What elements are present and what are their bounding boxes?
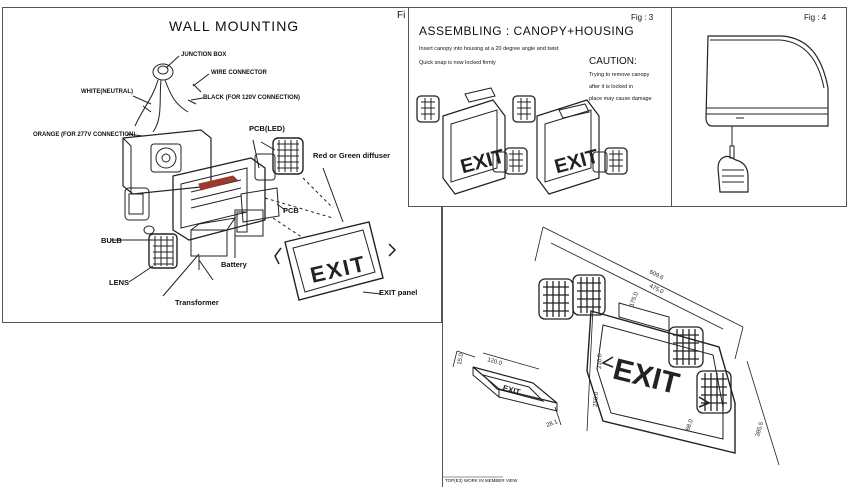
dim-label-475: 475.0 — [648, 283, 665, 295]
hand-icon — [717, 155, 749, 193]
lamp-head-top-left-2 — [572, 274, 606, 316]
fig3-exit-text-left: EXIT — [458, 146, 507, 179]
fig3-label: Fig : 3 — [631, 13, 654, 22]
fig3-instruction-1: Insert canopy into housing at a 20 degre… — [419, 46, 559, 52]
canopy-detail — [452, 350, 562, 426]
back-grid — [150, 143, 182, 173]
lens-grid — [148, 233, 178, 269]
fig1-label: Fi — [397, 10, 406, 21]
lamp-head-top-left — [538, 278, 574, 320]
fig4-panel: Fig : 4 — [671, 7, 847, 207]
label-pcb-led: PCB(LED) — [249, 124, 285, 133]
dim-label-385: 385.5 — [755, 421, 765, 438]
fig3-caution-line-2: after it is locked in — [589, 84, 634, 90]
label-junction-box: JUNCTION BOX — [181, 52, 227, 58]
wires — [134, 79, 189, 133]
label-black-120v: BLACK (FOR 120V CONNECTION) — [203, 95, 301, 101]
fig3-instruction-2: Quick snap is now locked firmly — [419, 60, 496, 66]
label-bulb: BULB — [101, 236, 122, 245]
fig4-canopy-edge — [705, 35, 829, 127]
fig3-caution-line-1: Trying to remove canopy — [589, 72, 650, 78]
dimension-drawing-panel: EXIT EXIT 609.6 475.0 210.0 175.0 250.0 … — [442, 207, 792, 487]
dim-exit-text: EXIT — [610, 353, 683, 401]
fig3-drawing: EXIT EXIT — [416, 87, 628, 195]
fig1-exploded-drawing: EXIT — [111, 55, 397, 301]
junction-box — [152, 63, 174, 81]
pcb-led-lens — [272, 137, 304, 175]
dim-label-120: 120.0 — [486, 357, 503, 367]
screwdriver-icon — [729, 126, 735, 159]
left-lamp-head — [124, 187, 150, 221]
housing — [172, 157, 266, 241]
lamp-head-right-bottom — [696, 370, 732, 414]
fig3-caution-line-3: place may cause damage — [589, 96, 652, 102]
dim-label-250: 250.0 — [593, 391, 600, 407]
exit-panel — [284, 221, 384, 301]
dim-label-609: 609.6 — [648, 269, 665, 281]
fig1-title: WALL MOUNTING — [169, 18, 300, 34]
fig3-unit-left — [416, 87, 528, 195]
fig3-caution-title: CAUTION: — [589, 56, 637, 67]
fig3-unit-right — [512, 95, 628, 195]
fig4-drawing — [705, 35, 829, 193]
fig1-wall-mounting-panel: WALL MOUNTING Fi — [2, 7, 442, 323]
fig3-title: ASSEMBLING : CANOPY+HOUSING — [419, 24, 635, 38]
battery — [234, 209, 264, 237]
dim-label-68: 68.0 — [685, 418, 695, 432]
dim-label-210: 210.0 — [597, 353, 604, 369]
fig3-canopy-housing-panel: Fig : 3 ASSEMBLING : CANOPY+HOUSING Inse… — [408, 7, 672, 207]
dim-label-15: 15.0 — [457, 352, 465, 365]
dimension-footer: TOP(E3) WORK IN MEMBER VIEW — [445, 478, 518, 483]
label-diffuser: Red or Green diffuser — [313, 151, 391, 160]
dimension-drawing: EXIT EXIT 609.6 475.0 210.0 175.0 250.0 … — [443, 226, 780, 478]
label-battery: Battery — [221, 260, 247, 269]
label-white-neutral: WHITE(NEUTRAL) — [81, 89, 133, 95]
label-transformer: Transformer — [175, 298, 219, 307]
main-sign-body — [586, 310, 736, 454]
dim-label-175: 175.0 — [629, 291, 640, 308]
transformer — [190, 229, 228, 257]
fig3-exit-text-right: EXIT — [552, 146, 601, 179]
label-wire-connector: WIRE CONNECTOR — [211, 70, 267, 76]
lamp-head-right-top — [668, 326, 704, 368]
dim-canopy-text: EXIT — [502, 383, 522, 397]
label-lens: LENS — [109, 278, 130, 287]
fig4-label: Fig : 4 — [804, 13, 827, 22]
label-orange-277v: ORANGE (FOR 277V CONNECTION) — [33, 132, 136, 138]
bulb — [143, 225, 155, 235]
dim-label-28: 28.1 — [546, 419, 560, 429]
pcb-board — [240, 187, 280, 223]
label-pcb: PCB — [283, 206, 299, 215]
label-exit-panel: EXIT panel — [379, 288, 418, 297]
